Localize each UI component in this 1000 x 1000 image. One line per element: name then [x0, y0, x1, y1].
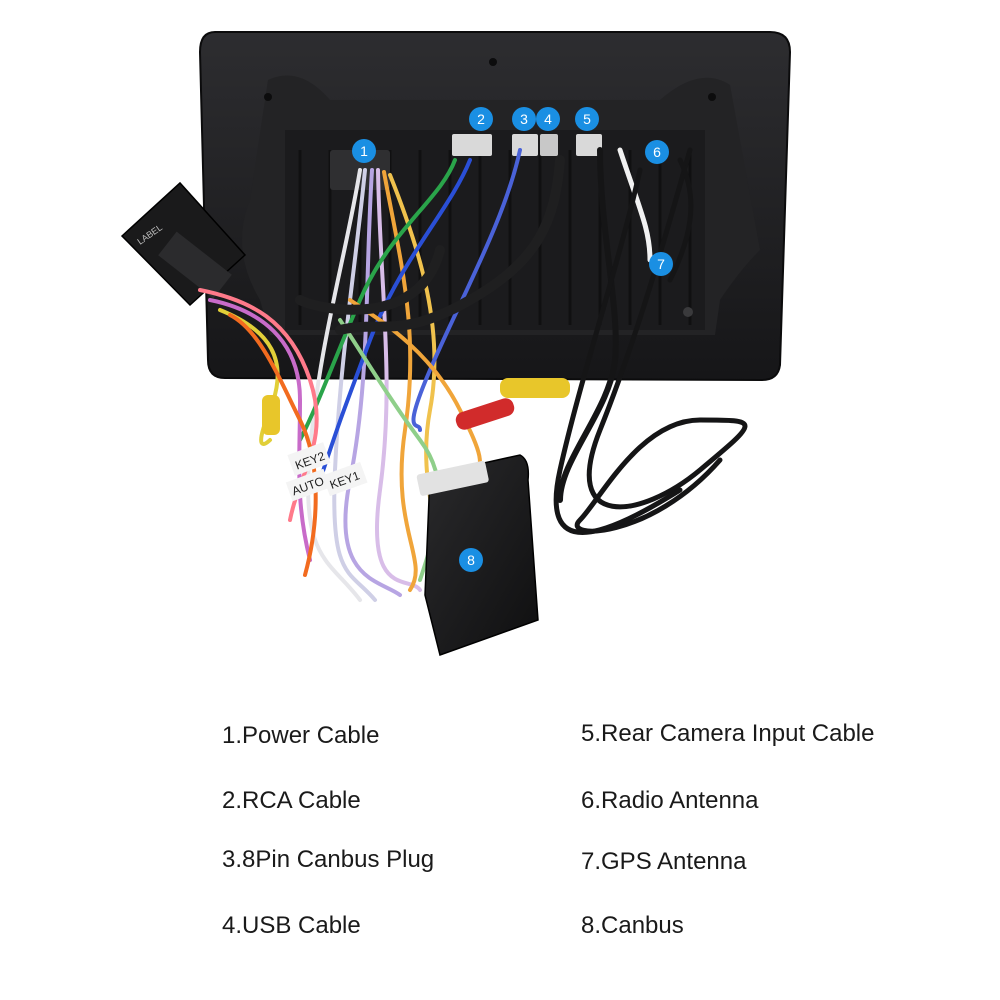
svg-text:2: 2 — [477, 111, 485, 127]
camera-port — [576, 134, 602, 156]
svg-text:8: 8 — [467, 552, 475, 568]
legend-item-gps-antenna: 7.GPS Antenna — [581, 848, 747, 875]
head-unit — [198, 31, 792, 382]
usb-port — [540, 134, 558, 156]
legend-item-canbus-plug: 3.8Pin Canbus Plug — [222, 846, 435, 873]
legend-item-rear-camera-cable: 5.Rear Camera Input Cable — [581, 720, 875, 747]
wire-tag-key1: KEY1 — [322, 461, 368, 497]
badge-2: 2 — [469, 107, 493, 131]
svg-text:3: 3 — [520, 111, 528, 127]
badge-1: 1 — [352, 139, 376, 163]
legend-item-rca-cable: 2.RCA Cable — [222, 787, 361, 814]
svg-text:6: 6 — [653, 144, 661, 160]
wire-tag-key2: KEY2 — [287, 442, 331, 476]
badge-3: 3 — [512, 107, 536, 131]
rca-connectors — [262, 378, 570, 435]
product-photo: LABEL KEY2 — [120, 31, 792, 656]
svg-text:7: 7 — [657, 256, 665, 272]
svg-text:1: 1 — [360, 143, 368, 159]
legend-item-usb-cable: 4.USB Cable — [222, 912, 361, 939]
canbus-port — [512, 134, 538, 156]
badge-5: 5 — [575, 107, 599, 131]
cable-legend: 1.Power Cable 2.RCA Cable 3.8Pin Canbus … — [0, 680, 1000, 1000]
power-plug: LABEL — [120, 181, 247, 307]
badge-8: 8 — [459, 548, 483, 572]
badge-6: 6 — [645, 140, 669, 164]
svg-text:4: 4 — [544, 111, 552, 127]
badge-4: 4 — [536, 107, 560, 131]
badge-7: 7 — [649, 252, 673, 276]
legend-item-canbus: 8.Canbus — [581, 912, 684, 939]
svg-text:5: 5 — [583, 111, 591, 127]
legend-item-power-cable: 1.Power Cable — [222, 722, 380, 749]
rca-port — [452, 134, 492, 156]
legend-item-radio-antenna: 6.Radio Antenna — [581, 787, 759, 814]
